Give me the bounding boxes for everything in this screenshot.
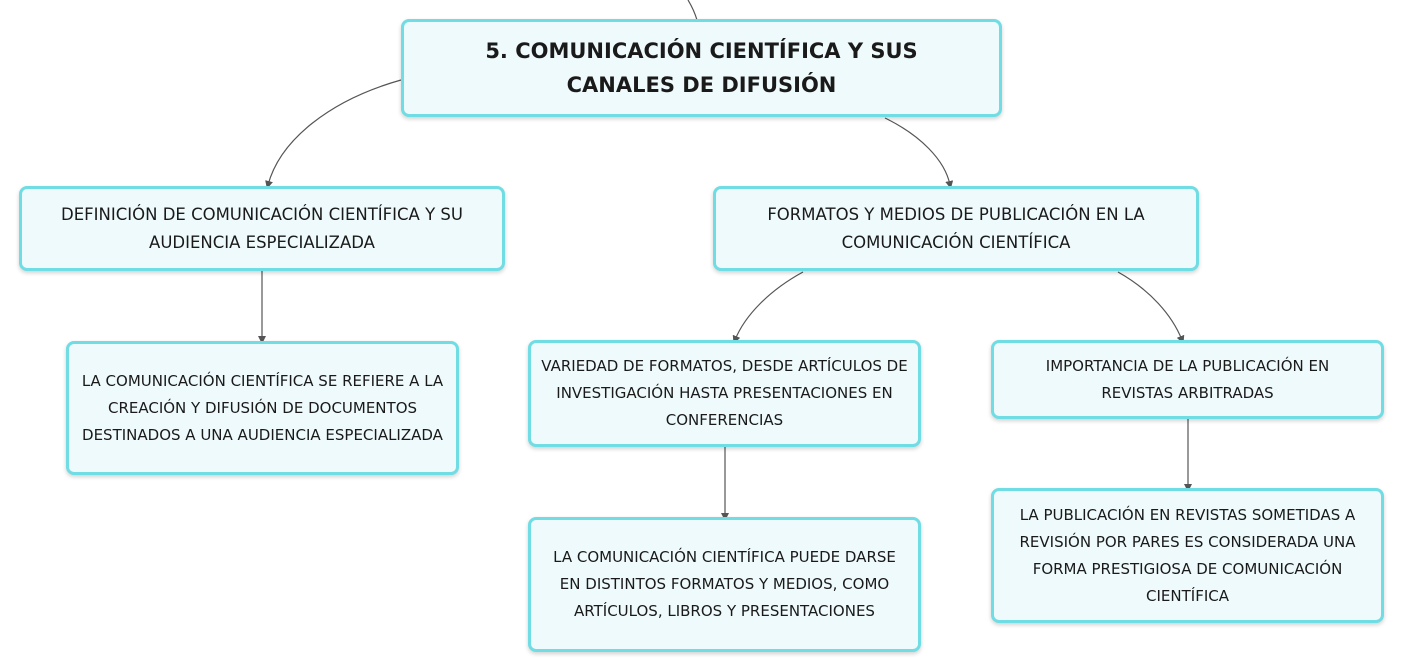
variety-detail-text: LA COMUNICACIÓN CIENTÍFICA PUEDE DARSE E…: [553, 548, 896, 620]
importance-detail-text: LA PUBLICACIÓN EN REVISTAS SOMETIDAS A R…: [1019, 505, 1356, 605]
connector-formats-to-importance: [1117, 271, 1185, 344]
definition-topic-text: DEFINICIÓN DE COMUNICACIÓN CIENTÍFICA Y …: [61, 204, 463, 252]
connector-formats-to-variety: [732, 271, 804, 344]
root-topic-node[interactable]: 5. COMUNICACIÓN CIENTÍFICA Y SUS CANALES…: [401, 19, 1002, 117]
variety-topic-text: VARIEDAD DE FORMATOS, DESDE ARTÍCULOS DE…: [541, 357, 908, 429]
definition-topic-node[interactable]: DEFINICIÓN DE COMUNICACIÓN CIENTÍFICA Y …: [19, 186, 505, 271]
formats-topic-text: FORMATOS Y MEDIOS DE PUBLICACIÓN EN LA C…: [767, 204, 1145, 252]
root-topic-text: 5. COMUNICACIÓN CIENTÍFICA Y SUS CANALES…: [485, 39, 918, 97]
definition-detail-node[interactable]: LA COMUNICACIÓN CIENTÍFICA SE REFIERE A …: [66, 341, 459, 475]
importance-topic-node[interactable]: IMPORTANCIA DE LA PUBLICACIÓN EN REVISTA…: [991, 340, 1384, 419]
formats-topic-node[interactable]: FORMATOS Y MEDIOS DE PUBLICACIÓN EN LA C…: [713, 186, 1199, 271]
importance-detail-node[interactable]: LA PUBLICACIÓN EN REVISTAS SOMETIDAS A R…: [991, 488, 1384, 623]
variety-topic-node[interactable]: VARIEDAD DE FORMATOS, DESDE ARTÍCULOS DE…: [528, 340, 921, 447]
connector-root-to-formats: [884, 117, 954, 189]
definition-detail-text: LA COMUNICACIÓN CIENTÍFICA SE REFIERE A …: [81, 371, 444, 444]
importance-topic-text: IMPORTANCIA DE LA PUBLICACIÓN EN REVISTA…: [1045, 356, 1330, 402]
connector-incoming: [687, 0, 698, 21]
variety-detail-node[interactable]: LA COMUNICACIÓN CIENTÍFICA PUEDE DARSE E…: [528, 517, 921, 652]
connector-root-to-definition: [265, 79, 402, 189]
